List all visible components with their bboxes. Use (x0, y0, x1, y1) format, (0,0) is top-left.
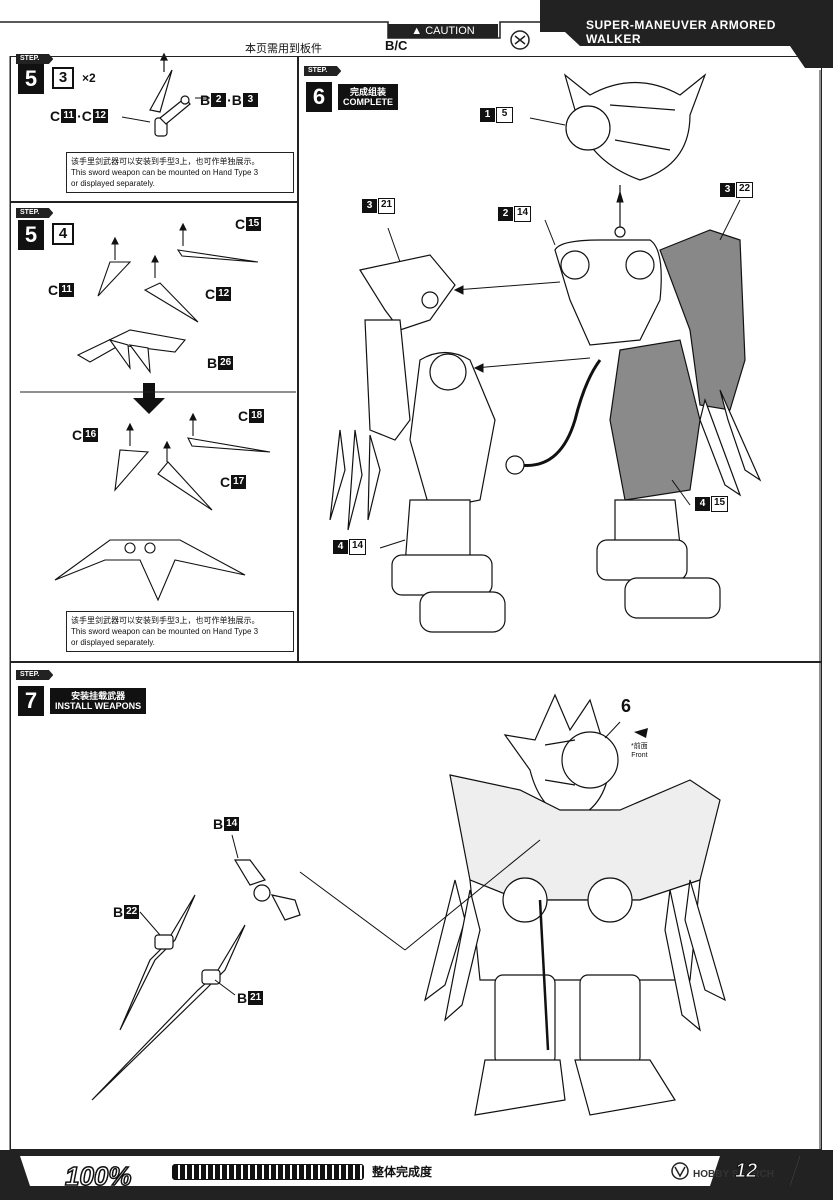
front-arrow-icon (634, 728, 648, 738)
step-number: 6 (306, 82, 332, 112)
watermark: HOBBY SEARCH (693, 1169, 774, 1180)
step-sub-number: 4 (52, 223, 74, 245)
step-5-4-note: 该手里剑武器可以安装到手型3上，也可作单独展示。This sword weapo… (66, 611, 294, 652)
step-tag: STEP. (304, 66, 342, 76)
down-arrow-icon (133, 383, 165, 414)
step-sub-number: 3 (52, 67, 74, 89)
step-5-3-panel (10, 56, 298, 202)
page-title: SUPER-MANEUVER ARMORED WALKER (586, 18, 776, 46)
step-7-panel (10, 662, 822, 1150)
parts-note: 本页需用到板件 (245, 43, 322, 55)
shuriken-parts-drawing (76, 222, 259, 374)
step-5-3-note: 该手里剑武器可以安装到手型3上，也可作单独展示。This sword weapo… (66, 152, 294, 193)
page-number: 12 (734, 1160, 758, 1183)
caution-label: ▲ CAUTION (388, 24, 498, 38)
step-tag: STEP. (16, 670, 54, 680)
overall-completion-label: 整体完成度 (372, 1165, 433, 1179)
step-5-4-panel (10, 202, 298, 662)
step-number: 5 (18, 64, 44, 94)
progress-fill (173, 1165, 363, 1179)
step-number: 7 (18, 686, 44, 716)
completion-percent: 100% (64, 1160, 132, 1192)
robot-complete-drawing (329, 73, 762, 633)
reference-step-6: 6 (621, 696, 632, 716)
robot-install-drawing (424, 693, 726, 1116)
parts-letters: B/C (385, 38, 408, 53)
weapons-drawing (91, 859, 301, 1101)
step-number: 5 (18, 220, 44, 250)
step-tag: STEP. (16, 54, 54, 64)
step-tag: STEP. (16, 208, 54, 218)
blade-part-drawing (149, 52, 191, 137)
completion-progress-bar (172, 1164, 364, 1180)
multiplier: ×2 (82, 71, 96, 85)
step-6-panel (298, 56, 822, 662)
logo-icon (671, 1162, 689, 1180)
